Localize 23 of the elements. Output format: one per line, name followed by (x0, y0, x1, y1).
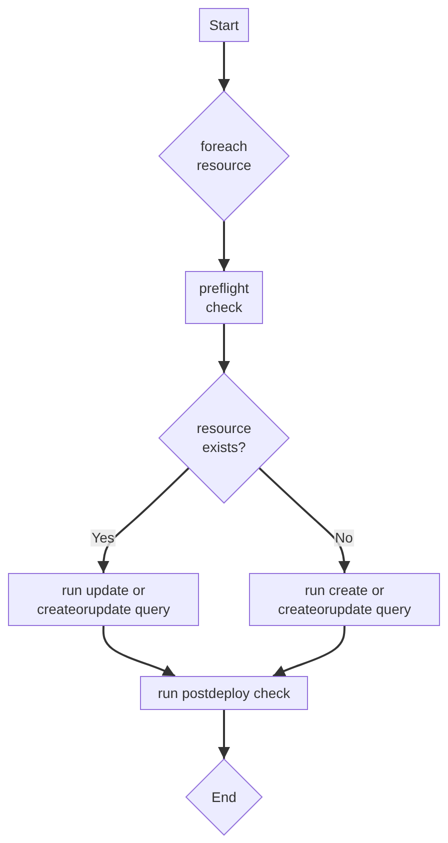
process-box (185, 271, 263, 324)
node-label: End (212, 788, 236, 806)
arrow (102, 626, 176, 677)
arrow (272, 626, 346, 677)
process-box (8, 573, 199, 626)
arrow (218, 324, 230, 373)
edge-label: Yes (90, 530, 116, 546)
node-label: foreach resource (196, 137, 252, 175)
process-box (249, 573, 440, 626)
process-box (140, 676, 308, 710)
node-label: run postdeploy check (158, 684, 290, 702)
process-box (199, 8, 249, 42)
node-label: run create or createorupdate query (276, 580, 412, 618)
arrow (218, 42, 230, 91)
edge-label: No (334, 530, 354, 546)
node-label: Start (209, 16, 239, 34)
node-label: run update or createorupdate query (36, 580, 172, 618)
node-label: preflight check (198, 278, 250, 316)
node-label: resource exists? (196, 419, 252, 457)
arrow (218, 710, 230, 759)
arrow (218, 221, 230, 271)
arrow (97, 467, 190, 574)
arrow (258, 467, 350, 574)
